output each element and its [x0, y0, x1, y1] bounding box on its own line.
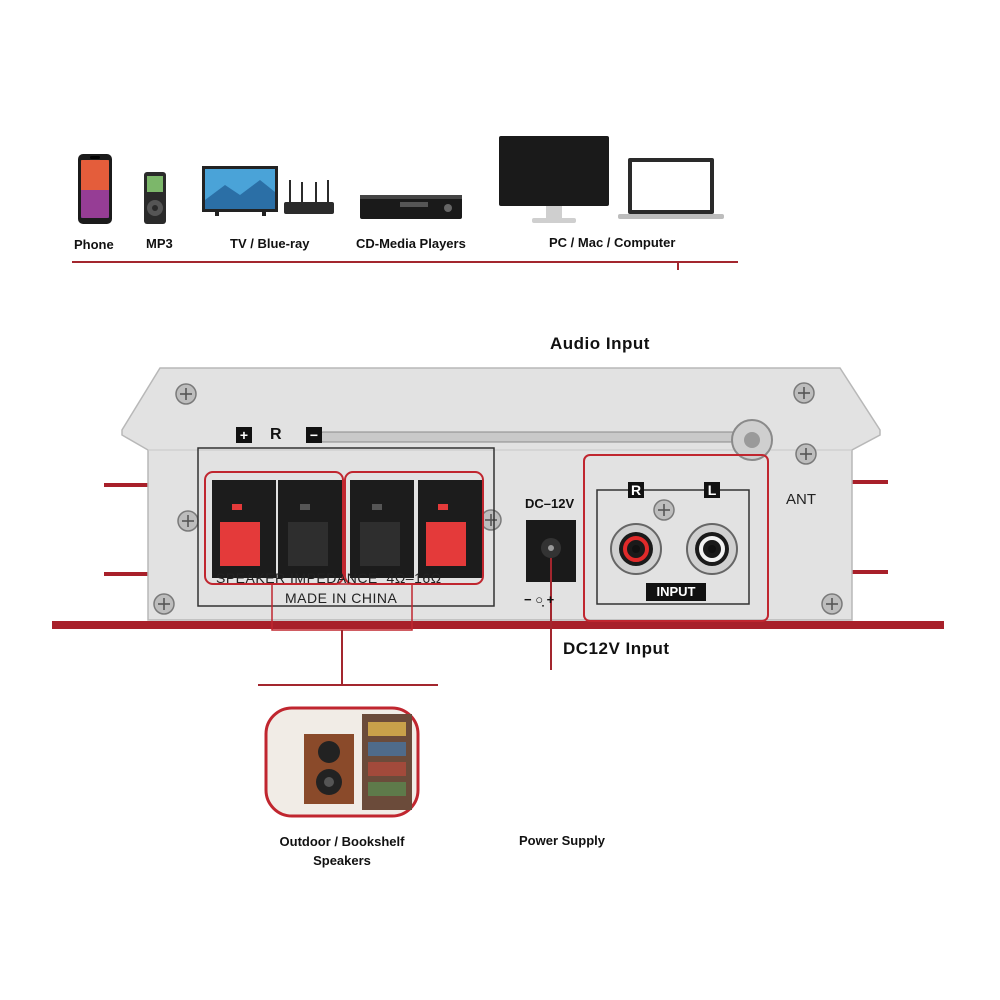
router-icon [284, 180, 334, 214]
dc-polarity-label: − ○̣ + [524, 592, 555, 607]
dc-input-callout: DC12V Input [563, 639, 670, 658]
terminal-red-left [220, 522, 260, 566]
device-label-pc: PC / Mac / Computer [549, 235, 676, 250]
mp3-player-icon [144, 172, 166, 224]
terminal-red-right [426, 522, 466, 566]
base-bar [52, 621, 944, 629]
phone-icon [78, 154, 112, 224]
monitor-icon [499, 136, 609, 223]
antenna-icon [317, 419, 773, 461]
source-devices-icons [72, 136, 738, 270]
device-label-tv: TV / Blue-ray [230, 236, 310, 251]
speaker-channel-label: R [270, 426, 282, 443]
rca-l-label: L [707, 482, 717, 498]
speakers-image-icon [264, 706, 420, 818]
amplifier-panel [52, 367, 944, 670]
rca-jack-r [610, 523, 662, 575]
speakers-label-line1: Outdoor / Bookshelf [279, 834, 405, 849]
speaker-impedance-label: SPEAKER IMPEDANCE 4Ω–16Ω [216, 570, 442, 586]
outputs-area [258, 630, 438, 818]
speaker-polarity-plus: + [236, 427, 252, 443]
device-label-phone: Phone [74, 237, 114, 252]
rca-jack-l [686, 523, 738, 575]
speaker-block-outline [197, 447, 495, 607]
made-in-china-label: MADE IN CHINA [285, 590, 398, 606]
rca-r-label: R [630, 482, 642, 498]
speaker-terminals [212, 480, 482, 578]
speaker-highlight-right [344, 471, 484, 585]
speakers-label-line2: Speakers [313, 853, 371, 868]
device-label-cd: CD-Media Players [356, 236, 466, 251]
antenna-label: ANT [786, 491, 816, 508]
laptop-icon [618, 158, 724, 219]
audio-input-callout: Audio Input [550, 334, 650, 353]
cd-player-icon [360, 195, 462, 219]
rca-input-label: INPUT [656, 584, 696, 599]
device-label-mp3: MP3 [146, 236, 173, 251]
side-fins [104, 480, 888, 576]
tv-icon [202, 166, 278, 216]
terminal-black-left [288, 522, 328, 566]
power-supply-label: Power Supply [519, 833, 605, 848]
terminal-black-right [360, 522, 400, 566]
dc-label: DC–12V [525, 496, 575, 511]
speaker-polarity-minus: − [306, 427, 322, 443]
audio-input-highlight [583, 454, 769, 622]
